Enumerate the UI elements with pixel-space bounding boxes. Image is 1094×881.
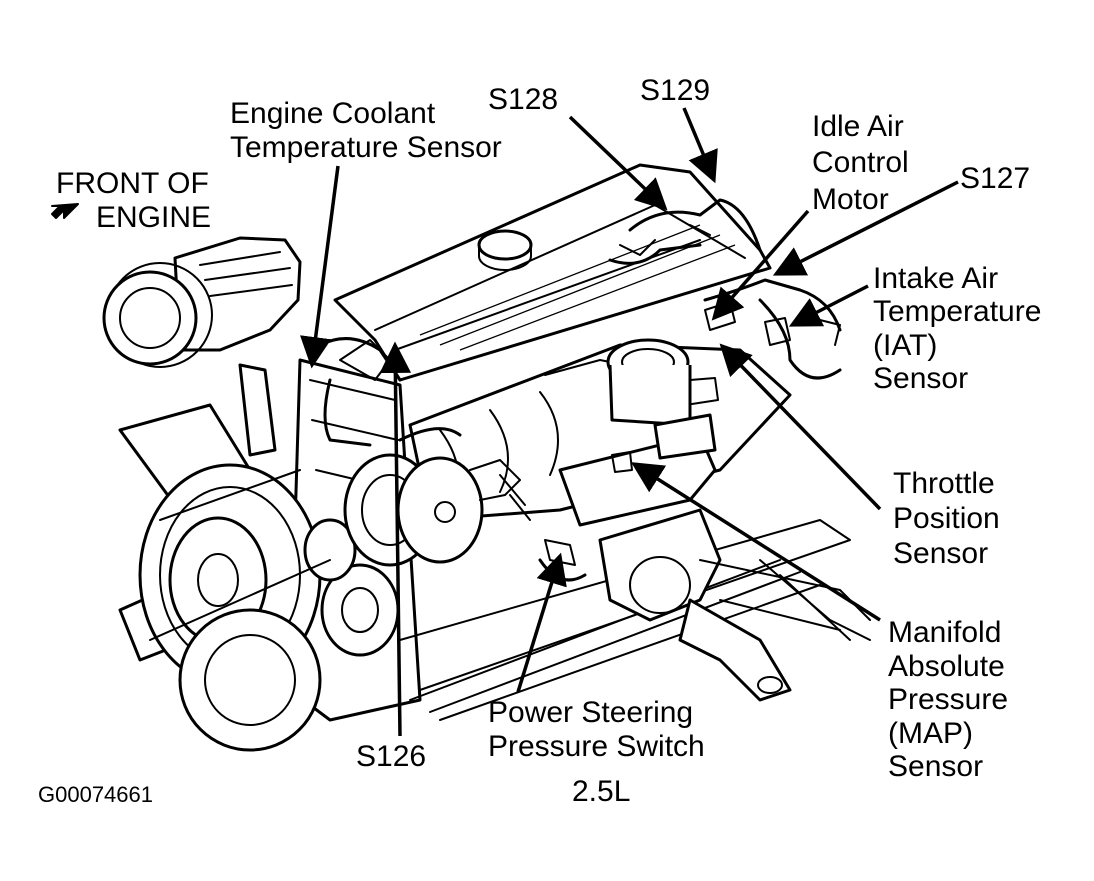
leader-tps xyxy=(719,343,882,511)
callout-labels: Engine Coolant Temperature Sensor FRONT … xyxy=(38,74,1050,808)
label-ps-line2: Pressure Switch xyxy=(488,730,705,763)
leader-ps-switch xyxy=(516,552,567,693)
label-ects-line2: Temperature Sensor xyxy=(230,131,502,164)
leader-iat-sensor xyxy=(788,284,869,327)
label-front-of-engine: FRONT OF ENGINE xyxy=(56,167,217,234)
label-map-line4: (MAP) xyxy=(888,717,973,750)
label-iat-line4: Sensor xyxy=(873,362,968,395)
oil-fill-cap xyxy=(477,229,533,271)
label-tps-line3: Sensor xyxy=(893,537,988,570)
label-tps-line1: Throttle xyxy=(893,467,995,500)
label-iac-line2: Control xyxy=(812,146,909,179)
label-s127: S127 xyxy=(960,162,1030,195)
label-engine-coolant-temperature-sensor: Engine Coolant Temperature Sensor xyxy=(230,97,502,164)
leader-s126 xyxy=(379,341,412,737)
label-ects-line1: Engine Coolant xyxy=(230,97,436,130)
label-iat-line1: Intake Air xyxy=(873,262,998,295)
exhaust-pipe xyxy=(598,508,871,702)
label-s128: S128 xyxy=(488,83,558,116)
label-power-steering-pressure-switch: Power Steering Pressure Switch xyxy=(488,696,705,763)
power-steering-pump xyxy=(343,453,531,567)
leader-s127 xyxy=(772,180,959,276)
label-iat-line3: (IAT) xyxy=(873,329,937,362)
label-idle-air-control-motor: Idle Air Control Motor xyxy=(812,110,917,216)
leader-iac-motor xyxy=(711,209,810,321)
engine-illustration xyxy=(102,163,871,752)
figure-id: G00074661 xyxy=(38,782,153,807)
label-s126: S126 xyxy=(356,740,426,773)
leader-s129 xyxy=(682,107,718,184)
label-iac-line3: Motor xyxy=(812,183,889,216)
leader-lines xyxy=(300,107,959,737)
label-manifold-absolute-pressure-sensor: Manifold Absolute Pressure (MAP) Sensor xyxy=(888,616,1016,783)
engine-size-caption: 2.5L xyxy=(572,775,630,808)
label-intake-air-temperature-sensor: Intake Air Temperature (IAT) Sensor xyxy=(873,262,1050,395)
leader-map-sensor xyxy=(631,462,881,622)
label-map-line3: Pressure xyxy=(888,683,1008,716)
leader-coolant-sensor xyxy=(300,165,340,369)
alternator xyxy=(102,236,302,368)
label-s129: S129 xyxy=(640,74,710,107)
label-front-line2: ENGINE xyxy=(96,201,211,234)
label-front-line1: FRONT OF xyxy=(56,167,209,200)
label-throttle-position-sensor: Throttle Position Sensor xyxy=(893,467,1008,570)
label-tps-line2: Position xyxy=(893,502,1000,535)
label-map-line5: Sensor xyxy=(888,750,983,783)
label-ps-line1: Power Steering xyxy=(488,696,693,729)
arrow-down-left-icon xyxy=(51,203,79,219)
label-map-line1: Manifold xyxy=(888,616,1001,649)
label-map-line2: Absolute xyxy=(888,650,1005,683)
leader-s128 xyxy=(568,115,668,211)
pulleys xyxy=(138,463,400,752)
throttle-body xyxy=(606,338,719,460)
label-iac-line1: Idle Air xyxy=(812,110,904,143)
label-iat-line2: Temperature xyxy=(873,295,1041,328)
